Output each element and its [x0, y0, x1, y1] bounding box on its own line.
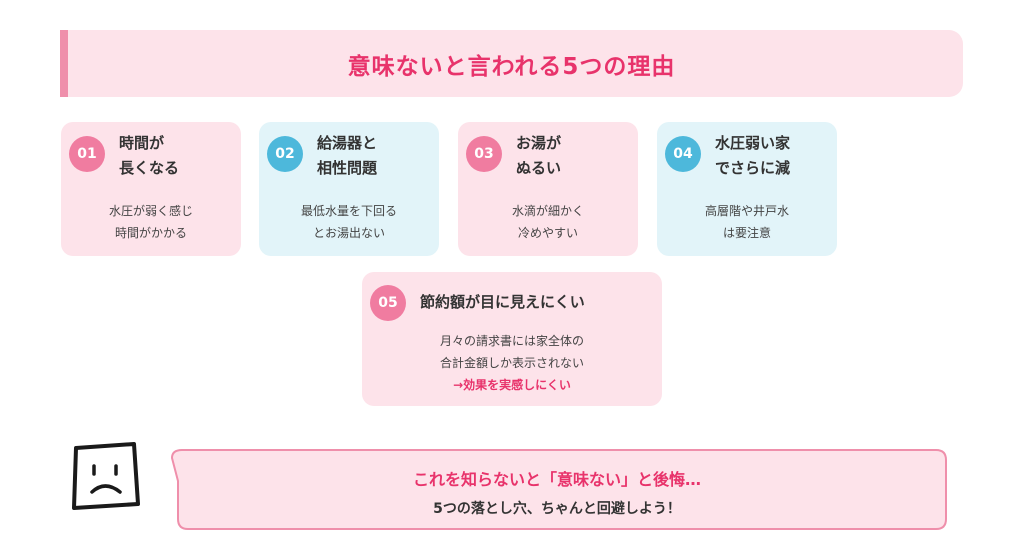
reason-card-02: 02 給湯器と 相性問題 最低水量を下回る とお湯出ない — [259, 122, 439, 256]
card-description: 水滴が細かく 冷めやすい — [511, 204, 584, 240]
number-badge: 04 — [665, 136, 701, 172]
card-title: 給湯器と 相性問題 — [317, 134, 378, 177]
card-description: 月々の請求書には家全体の 合計金額しか表示されない →効果を実感しにくい — [362, 330, 662, 396]
sad-face-icon — [72, 442, 140, 510]
number-badge: 01 — [69, 136, 105, 172]
card-description: 最低水量を下回る とお湯出ない — [300, 204, 397, 240]
card-description: 水圧が弱く感じ 時間がかかる — [108, 204, 193, 240]
card-title: 水圧弱い家 でさらに減 — [715, 134, 791, 177]
advice-message: 5つの落とし穴、ちゃんと回避しよう！ — [433, 501, 681, 517]
number-badge: 02 — [267, 136, 303, 172]
speech-bubble: これを知らないと「意味ない」と後悔… 5つの落とし穴、ちゃんと回避しよう！ — [166, 449, 948, 531]
title-banner: 意味ないと言われる5つの理由 — [60, 30, 963, 97]
warning-message: これを知らないと「意味ない」と後悔… — [412, 470, 701, 489]
reason-card-03: 03 お湯が ぬるい 水滴が細かく 冷めやすい — [458, 122, 638, 256]
card-title: 節約額が目に見えにくい — [420, 293, 585, 311]
card-highlight: →効果を実感しにくい — [453, 378, 571, 392]
number-badge: 03 — [466, 136, 502, 172]
reason-card-04: 04 水圧弱い家 でさらに減 高層階や井戸水 は要注意 — [657, 122, 837, 256]
reason-card-01: 01 時間が 長くなる 水圧が弱く感じ 時間がかかる — [61, 122, 241, 256]
reason-card-05: 05 節約額が目に見えにくい 月々の請求書には家全体の 合計金額しか表示されない… — [362, 272, 662, 406]
page-title: 意味ないと言われる5つの理由 — [347, 53, 676, 80]
card-title: お湯が ぬるい — [516, 134, 562, 177]
card-description: 高層階や井戸水 は要注意 — [704, 204, 789, 240]
number-badge: 05 — [370, 285, 406, 321]
card-title: 時間が 長くなる — [119, 134, 180, 177]
title-accent-bar — [60, 30, 68, 97]
